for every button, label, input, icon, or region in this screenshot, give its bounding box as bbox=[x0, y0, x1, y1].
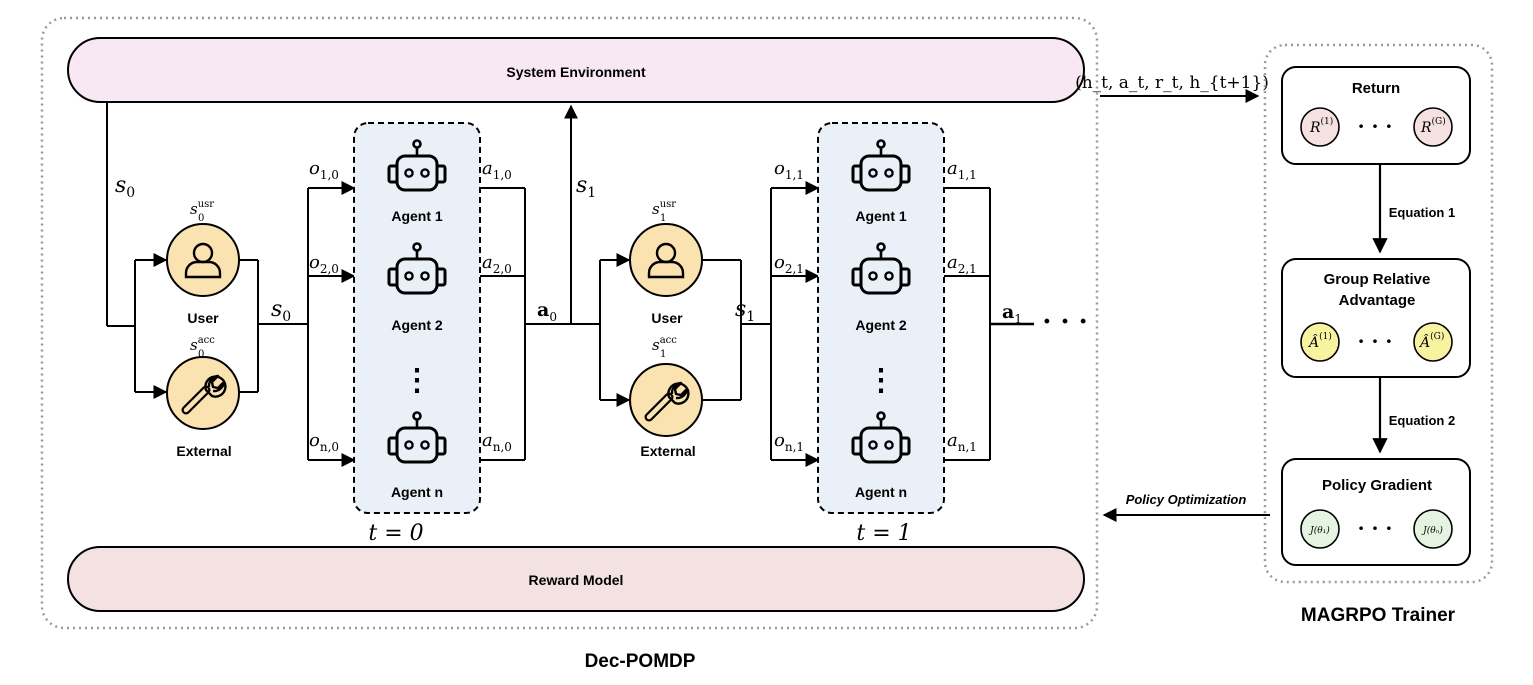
obs-label-n-1: on,1 bbox=[774, 430, 804, 454]
policy-last-label: J(θₙ) bbox=[1421, 525, 1443, 536]
agent-1-label-1: Agent 1 bbox=[855, 208, 907, 224]
policy-circle-last bbox=[1413, 509, 1453, 549]
obs-label-2-0: o2,0 bbox=[309, 252, 339, 276]
vertical-dots-1: ⋮ bbox=[866, 363, 896, 398]
external-state-label-1: sacc bbox=[652, 335, 677, 354]
policy-optimization-label: Policy Optimization bbox=[1126, 492, 1247, 507]
policy-gradient-label: Policy Gradient bbox=[1322, 477, 1432, 494]
advantage-circle-first bbox=[1300, 322, 1340, 362]
dec-pomdp-title: Dec-POMDP bbox=[585, 651, 696, 672]
act-label-1-0: a1,0 bbox=[482, 158, 512, 182]
reward-model-label: Reward Model bbox=[529, 572, 624, 588]
s1-label-mid: s1 bbox=[735, 297, 755, 325]
return-dots: · · · bbox=[1358, 114, 1393, 138]
user-label-0: User bbox=[187, 310, 219, 326]
user-node-1 bbox=[629, 223, 703, 297]
advantage-circle-last bbox=[1413, 322, 1453, 362]
return-label: Return bbox=[1352, 80, 1400, 97]
user-node-0 bbox=[166, 223, 240, 297]
joint-action-label-1: a1 bbox=[1002, 301, 1022, 326]
user-state-label-1: susr bbox=[652, 199, 676, 218]
user-label-1: User bbox=[651, 310, 683, 326]
trainer-boundary bbox=[1263, 43, 1494, 584]
equation-2-label: Equation 2 bbox=[1389, 413, 1455, 428]
vertical-dots-0: ⋮ bbox=[402, 363, 432, 398]
reward-model-box bbox=[67, 546, 1085, 612]
obs-label-1-1: o1,1 bbox=[774, 158, 804, 182]
advantage-label-2: Advantage bbox=[1339, 292, 1416, 309]
s1-label-top: s1 bbox=[576, 173, 596, 201]
act-label-2-1: a2,1 bbox=[947, 252, 977, 276]
time-label-1: t = 1 bbox=[856, 521, 911, 546]
time-label-0: t = 0 bbox=[368, 521, 423, 546]
agent-n-label-1: Agent n bbox=[855, 484, 907, 500]
act-label-2-0: a2,0 bbox=[482, 252, 512, 276]
continuation-dots: · · · bbox=[1042, 307, 1087, 337]
policy-first-label: J(θ₁) bbox=[1308, 525, 1330, 536]
system-environment-box bbox=[67, 37, 1085, 103]
agent-2-label-0: Agent 2 bbox=[391, 317, 443, 333]
user-state-label-0: susr bbox=[190, 199, 214, 218]
svg-text:0: 0 bbox=[198, 213, 204, 224]
advantage-label-1: Group Relative bbox=[1324, 271, 1431, 288]
svg-text:0: 0 bbox=[198, 349, 204, 360]
return-circle-first bbox=[1300, 107, 1340, 147]
policy-dots: · · · bbox=[1358, 516, 1393, 540]
obs-label-n-0: on,0 bbox=[309, 430, 339, 454]
s0-label-mid: s0 bbox=[271, 297, 291, 325]
svg-text:1: 1 bbox=[660, 349, 666, 360]
equation-1-label: Equation 1 bbox=[1389, 205, 1455, 220]
s0-label-top: s0 bbox=[115, 173, 135, 201]
external-label-1: External bbox=[640, 443, 695, 459]
agent-n-label-0: Agent n bbox=[391, 484, 443, 500]
system-environment-label: System Environment bbox=[506, 64, 646, 80]
external-state-label-0: sacc bbox=[190, 335, 215, 354]
trainer-title: MAGRPO Trainer bbox=[1301, 605, 1456, 626]
joint-action-label-0: a0 bbox=[537, 299, 557, 324]
external-label-0: External bbox=[176, 443, 231, 459]
obs-label-2-1: o2,1 bbox=[774, 252, 804, 276]
agent-panel-0 bbox=[353, 122, 481, 514]
svg-text:1: 1 bbox=[660, 213, 666, 224]
agent-2-label-1: Agent 2 bbox=[855, 317, 907, 333]
agent-1-label-0: Agent 1 bbox=[391, 208, 443, 224]
advantage-dots: · · · bbox=[1358, 329, 1393, 353]
policy-circle-first bbox=[1300, 509, 1340, 549]
act-label-n-1: an,1 bbox=[947, 430, 977, 454]
return-circle-last bbox=[1413, 107, 1453, 147]
agent-panel-1 bbox=[817, 122, 945, 514]
act-label-1-1: a1,1 bbox=[947, 158, 977, 182]
act-label-n-0: an,0 bbox=[482, 430, 512, 454]
transition-tuple-label: (h_t, a_t, r_t, h_{t+1}) bbox=[1075, 73, 1269, 93]
dec-pomdp-boundary bbox=[40, 16, 1099, 630]
obs-label-1-0: o1,0 bbox=[309, 158, 339, 182]
